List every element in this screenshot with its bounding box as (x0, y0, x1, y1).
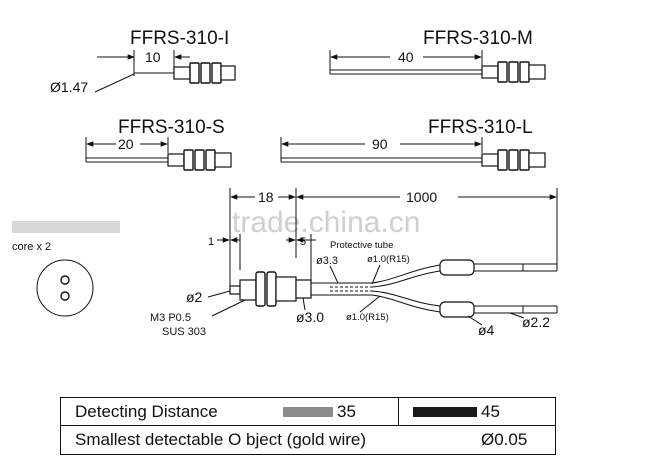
spec-column-divider (398, 398, 399, 426)
probe-l-collar (481, 153, 499, 167)
core-1-circle (60, 275, 70, 285)
probe-s-collar (167, 153, 185, 167)
cross-section: core x 2 (12, 221, 120, 317)
model-l-label: FFRS-310-L (428, 117, 533, 138)
core-count-label: core x 2 (12, 241, 51, 253)
detecting-distance-gray-value: 35 (337, 402, 356, 421)
dim-1-label: 1 (208, 236, 214, 248)
probe-m-collar (481, 65, 499, 79)
diameter-2-leader (207, 290, 231, 298)
dim-s-length: 20 (118, 136, 134, 152)
diameter-2-label: ø2 (186, 289, 203, 305)
spec-row-detecting-distance: Detecting Distance 35 45 (61, 398, 555, 426)
probe-barrel (275, 276, 297, 302)
diameter-4-label: ø4 (478, 322, 495, 338)
upper-sleeve (439, 259, 475, 276)
cross-section-title-smudge (12, 221, 120, 233)
black-swatch (413, 407, 477, 417)
smallest-object-value: Ø0.05 (481, 430, 528, 449)
probe-s-nut-3 (205, 149, 216, 171)
probe-i-nut-2 (200, 62, 211, 84)
diameter-2-2-label: ø2.2 (522, 314, 550, 330)
diameter-1-0-bottom-leader (359, 295, 381, 313)
diameter-1-0-top-leader (371, 264, 381, 285)
diameter-i-leader (94, 73, 135, 93)
probe-thread (239, 279, 257, 301)
probe-i-collar (173, 66, 191, 80)
probe-i-nut-1 (189, 62, 200, 84)
sensor-m-drawing: FFRS-310-M 40 (329, 28, 546, 83)
thread-leader (211, 299, 246, 317)
probe-l-nut-1 (497, 149, 508, 171)
probe-tip (229, 285, 241, 295)
probe-i-nut-3 (211, 62, 222, 84)
probe-l-nut-3 (519, 149, 530, 171)
dim-5-label: 5 (300, 236, 306, 248)
probe-m-nut-2 (508, 61, 519, 83)
probe-nut-1 (255, 271, 266, 307)
diameter-3-3-leader (329, 265, 339, 284)
probe-l-nut-2 (508, 149, 519, 171)
sensor-i-drawing: FFRS-310-I 10 Ø1.47 (50, 28, 236, 95)
dim-1000-label: 1000 (406, 189, 437, 205)
lower-sleeve (439, 301, 475, 318)
model-m-label: FFRS-310-M (423, 28, 533, 49)
material-label: SUS 303 (162, 326, 206, 338)
probe-s-nut-1 (183, 149, 194, 171)
dim-18-label: 18 (258, 189, 274, 205)
dim-i-length: 10 (145, 49, 161, 65)
smallest-object-label: Smallest detectable O bject (gold wire) (75, 430, 367, 449)
probe-m-tail (528, 64, 546, 80)
watermark-text: trade.china.cn (232, 206, 420, 239)
dim-l-length: 90 (372, 136, 388, 152)
probe-s-tail (214, 152, 232, 168)
detecting-distance-black-value: 45 (481, 402, 500, 421)
fiber-upper-branch-a (371, 264, 441, 284)
model-s-label: FFRS-310-S (118, 117, 225, 138)
fiber-upper-branch-b (371, 270, 441, 288)
probe-m-nut-1 (497, 61, 508, 83)
spec-row-smallest-object: Smallest detectable O bject (gold wire) … (61, 426, 555, 454)
cable-cross-section-circle (36, 259, 94, 317)
dim-m-length: 40 (398, 49, 414, 65)
diameter-3-0-leader (302, 297, 306, 311)
diameter-3-3-label: ø3.3 (316, 255, 338, 267)
probe-nut-2 (266, 271, 277, 307)
fiber-lower-branch-b (371, 294, 441, 313)
thread-label: M3 P0.5 (150, 312, 191, 324)
fiber-lower-branch-a (371, 290, 441, 307)
diameter-1-0-top-label: ø1.0(R15) (367, 254, 410, 265)
protective-tube-label: Protective tube (330, 240, 393, 251)
diameter-4-leader (467, 315, 483, 326)
probe-s-nut-2 (194, 149, 205, 171)
gray-swatch (283, 407, 333, 417)
model-i-label: FFRS-310-I (130, 28, 229, 49)
sensor-s-drawing: FFRS-310-S 20 (85, 117, 232, 171)
sensor-l-drawing: FFRS-310-L 90 (280, 117, 546, 171)
probe-l-tail (528, 152, 546, 168)
diameter-i-label: Ø1.47 (50, 79, 88, 95)
diameter-3-0-label: ø3.0 (296, 309, 324, 325)
detail-drawing: trade.china.cn 18 1000 1 5 (150, 188, 558, 338)
core-2-circle (60, 291, 70, 301)
detecting-distance-label: Detecting Distance (75, 402, 218, 421)
probe-m-nut-3 (519, 61, 530, 83)
diameter-1-0-bottom-label: ø1.0(R15) (346, 312, 389, 323)
probe-i-tail (220, 65, 236, 81)
diameter-2-2-leader (509, 312, 525, 319)
probe-head (295, 279, 312, 299)
spec-table: Detecting Distance 35 45 Smallest detect… (60, 397, 556, 455)
